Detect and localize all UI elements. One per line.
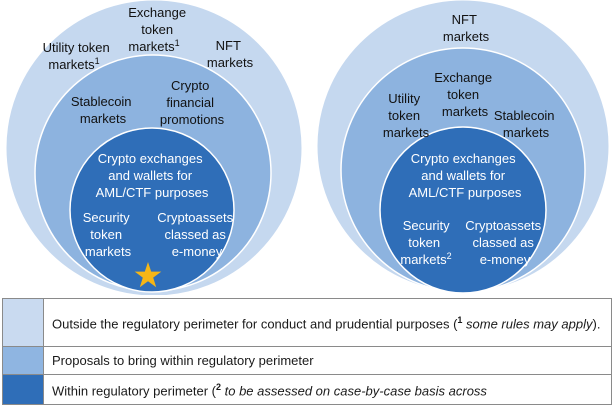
left-exchange-token-label: Exchange token markets1 — [128, 5, 189, 54]
left-stablecoin-label: Stablecoin markets — [71, 94, 135, 126]
left-crypto-promotions-label: Crypto financial promotions — [160, 78, 225, 127]
right-stablecoin-label: Stablecoin markets — [494, 108, 558, 140]
right-nft-label: NFT markets — [443, 12, 490, 44]
legend-swatch-medium — [2, 346, 44, 375]
right-inner-circle — [379, 126, 547, 294]
legend-row-within: Within regulatory perimeter (2 to be ass… — [2, 374, 612, 405]
right-emoney-label: Cryptoassets classed as e-money — [465, 218, 545, 267]
left-crypto-exchanges-label: Crypto exchanges and wallets for AML/CTF… — [96, 151, 209, 200]
right-utility-token-label: Utility token markets — [383, 91, 430, 140]
right-exchange-token-label: Exchange token markets — [434, 70, 495, 119]
legend-table: Outside the regulatory perimeter for con… — [2, 298, 612, 405]
legend-row-proposals: Proposals to bring within regulatory per… — [2, 346, 612, 375]
legend-text-within: Within regulatory perimeter (2 to be ass… — [43, 374, 612, 405]
right-crypto-exchanges-label: Crypto exchanges and wallets for AML/CTF… — [409, 151, 522, 200]
perimeter-diagram: Exchange token markets1 Utility token ma… — [5, 0, 610, 295]
left-inner-circle — [69, 127, 235, 293]
left-security-token-label: Security token markets — [83, 210, 134, 259]
legend-row-outside: Outside the regulatory perimeter for con… — [2, 298, 612, 347]
legend-text-outside: Outside the regulatory perimeter for con… — [43, 298, 612, 347]
right-security-token-label: Security token markets2 — [400, 218, 453, 267]
legend-text-proposals: Proposals to bring within regulatory per… — [43, 346, 612, 375]
left-nft-label: NFT markets — [207, 38, 254, 70]
legend-swatch-dark — [2, 374, 44, 405]
star-icon — [134, 262, 162, 288]
legend-swatch-light — [2, 298, 44, 347]
left-emoney-label: Cryptoassets classed as e-money — [157, 210, 237, 259]
left-utility-token-label: Utility token markets1 — [43, 40, 114, 72]
